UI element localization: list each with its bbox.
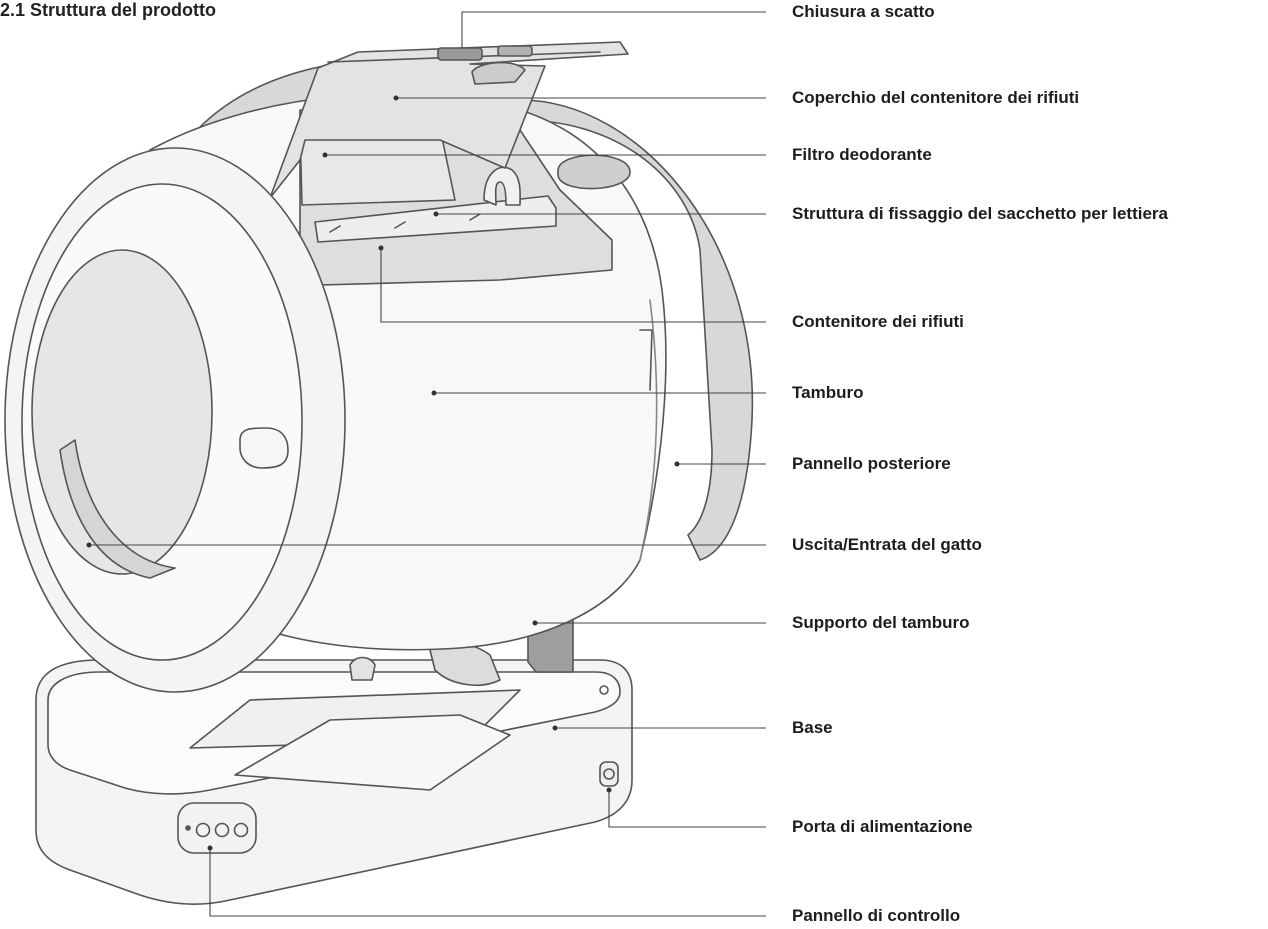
label-base: Base — [792, 718, 833, 737]
leader-lines — [89, 11, 766, 917]
label-pannello-controllo: Pannello di controllo — [792, 906, 961, 925]
label-contenitore-rifiuti: Contenitore dei rifiuti — [792, 312, 964, 331]
label-pannello-posteriore: Pannello posteriore — [792, 454, 951, 473]
diagram-title: 2.1 Struttura del prodotto — [0, 0, 216, 20]
label-tamburo: Tamburo — [792, 383, 864, 402]
label-supporto-tamburo: Supporto del tamburo — [792, 613, 970, 632]
control-panel-shape — [177, 802, 257, 854]
cat-entrance-opening — [31, 249, 213, 575]
leader-dots — [86, 95, 680, 851]
rear-panel-shape — [519, 99, 754, 561]
label-struttura-fissaggio: Struttura di fissaggio del sacchetto per… — [792, 204, 1168, 223]
waste-bin-lid-shape — [269, 41, 629, 199]
label-uscita-entrata: Uscita/Entrata del gatto — [792, 535, 982, 554]
leader-porta — [608, 790, 766, 828]
leader-chiusura — [461, 11, 766, 48]
label-porta-alimentazione: Porta di alimentazione — [792, 817, 973, 836]
snap-latch-shape — [437, 47, 483, 61]
label-filtro-deodorante: Filtro deodorante — [792, 145, 932, 164]
label-coperchio-contenitore: Coperchio del contenitore dei rifiuti — [792, 88, 1080, 107]
leader-controllo — [209, 848, 766, 917]
label-chiusura-a-scatto: Chiusura a scatto — [792, 2, 935, 21]
leader-contenitore — [380, 248, 766, 323]
power-port-shape — [599, 761, 619, 787]
